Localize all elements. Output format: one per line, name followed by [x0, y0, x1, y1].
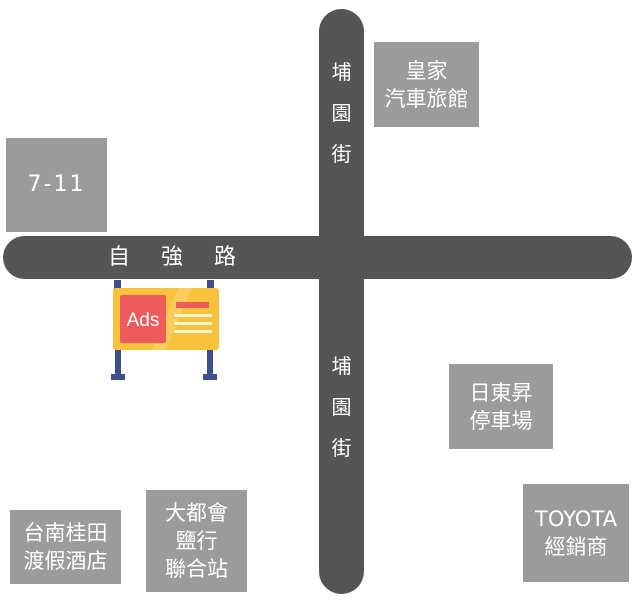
road-label-ziqiang: 自 強 路: [108, 245, 248, 270]
road-puyuan: [319, 9, 364, 594]
poi-toyota-dealer: TOYOTA 經銷商: [523, 484, 629, 582]
poi-seven-eleven: 7-11: [6, 138, 107, 232]
billboard-icon: Ads: [110, 278, 222, 382]
poi-parking: 日東昇 停車場: [449, 364, 553, 449]
road-label-puyuan-bottom: 埔 園 街: [331, 354, 352, 460]
road-label-puyuan-top: 埔 園 街: [331, 60, 352, 166]
poi-royal-motel: 皇家 汽車旅館: [374, 42, 479, 127]
poi-hotel: 台南桂田 渡假酒店: [10, 510, 121, 584]
svg-text:Ads: Ads: [127, 310, 160, 331]
poi-association: 大都會 鹽行 聯合站: [146, 490, 247, 592]
road-ziqiang: [3, 236, 632, 279]
